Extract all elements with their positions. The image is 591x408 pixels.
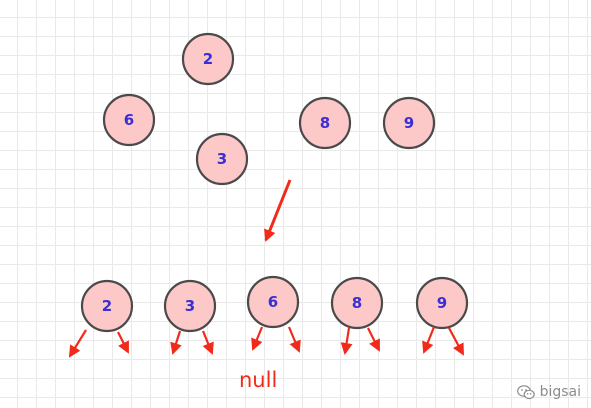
- wechat-icon: [516, 384, 535, 399]
- null-pointer-arrow: [68, 329, 87, 358]
- null-pointer-arrow: [201, 330, 214, 355]
- row-node-8: 8: [330, 276, 384, 330]
- row-node-9: 9: [415, 276, 469, 330]
- null-label: null: [239, 368, 278, 392]
- null-pointer-arrow: [448, 327, 464, 356]
- node-label: 9: [404, 114, 414, 132]
- transition-arrow: [264, 179, 292, 242]
- scattered-node-2: 2: [181, 32, 235, 86]
- row-node-3: 3: [163, 279, 217, 333]
- node-label: 8: [320, 114, 330, 132]
- null-pointer-arrow: [422, 326, 436, 354]
- scattered-node-6: 6: [102, 93, 156, 147]
- node-label: 2: [203, 50, 213, 68]
- node-label: 3: [217, 150, 227, 168]
- node-label: 6: [124, 111, 134, 129]
- null-pointer-arrow: [117, 331, 129, 354]
- row-node-6: 6: [246, 275, 300, 329]
- null-pointer-arrow: [287, 326, 301, 353]
- null-pointer-arrow: [340, 327, 353, 355]
- row-node-2: 2: [80, 279, 134, 333]
- node-label: 2: [102, 297, 112, 315]
- scattered-node-8: 8: [298, 96, 352, 150]
- null-pointer-arrow: [367, 327, 380, 352]
- scattered-node-3: 3: [195, 132, 249, 186]
- node-label: 3: [185, 297, 195, 315]
- null-pointer-arrow: [251, 326, 264, 351]
- node-label: 6: [268, 293, 278, 311]
- node-label: 8: [352, 294, 362, 312]
- watermark-text: bigsai: [539, 384, 581, 400]
- scattered-node-9: 9: [382, 96, 436, 150]
- null-pointer-arrow: [170, 330, 182, 355]
- watermark: bigsai: [516, 384, 581, 400]
- node-label: 9: [437, 294, 447, 312]
